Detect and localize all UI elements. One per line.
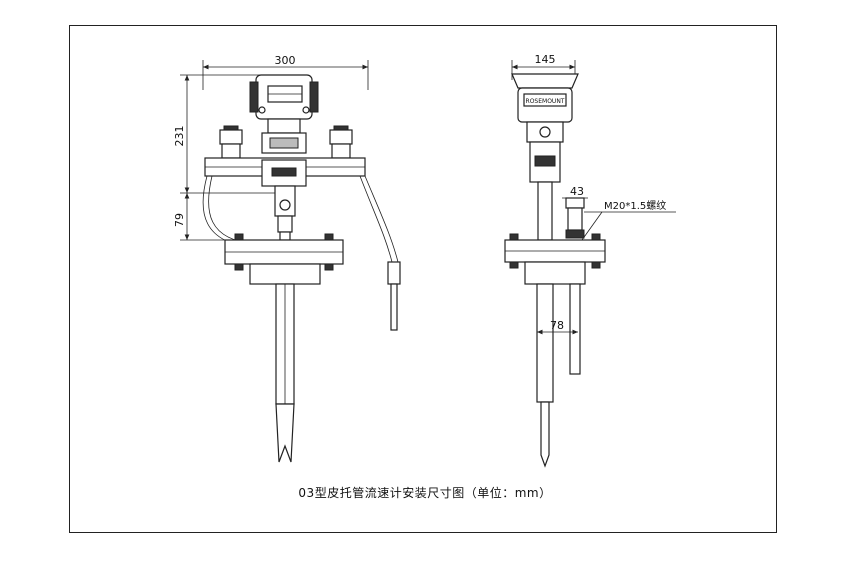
dim-side-probe-offset: 78 [550,319,564,332]
dim-side-fitting: 43 [570,185,584,198]
probe-rod-front [275,283,295,463]
side-transmitter-head: ROSEMOUNT [511,73,579,183]
side-view: 145 ROSEMOUNT 43 M20*1.5螺纹 [504,53,676,468]
nameplate-text: ROSEMOUNT [526,98,565,105]
dim-front-upper-height: 231 [173,126,186,147]
tube-end [390,283,398,331]
manifold [204,157,366,187]
valve-right [329,125,353,159]
transmitter-head [249,74,319,154]
thread-label: M20*1.5螺纹 [604,199,666,212]
drawing-frame [69,25,777,533]
drawing-caption: 03型皮托管流速计安装尺寸图（单位：mm） [298,486,552,500]
impulse-tube-left-inner [208,175,261,245]
impulse-tube-right [359,175,393,263]
valve-left [219,125,243,159]
side-fitting [565,197,585,239]
thread-leader-2 [581,211,603,241]
front-flange [224,233,344,285]
side-flange [504,233,606,285]
side-stem [537,181,553,241]
sensor-neck [274,185,296,241]
tube-fitting [387,261,401,285]
dim-front-lower-height: 79 [173,213,186,227]
probe-rods-side [536,283,581,468]
dim-side-width: 145 [535,53,556,66]
impulse-tube-right-inner [364,175,399,263]
front-view: 300 231 79 [173,54,401,463]
dim-front-width: 300 [275,54,296,67]
impulse-tube-left [202,175,261,249]
